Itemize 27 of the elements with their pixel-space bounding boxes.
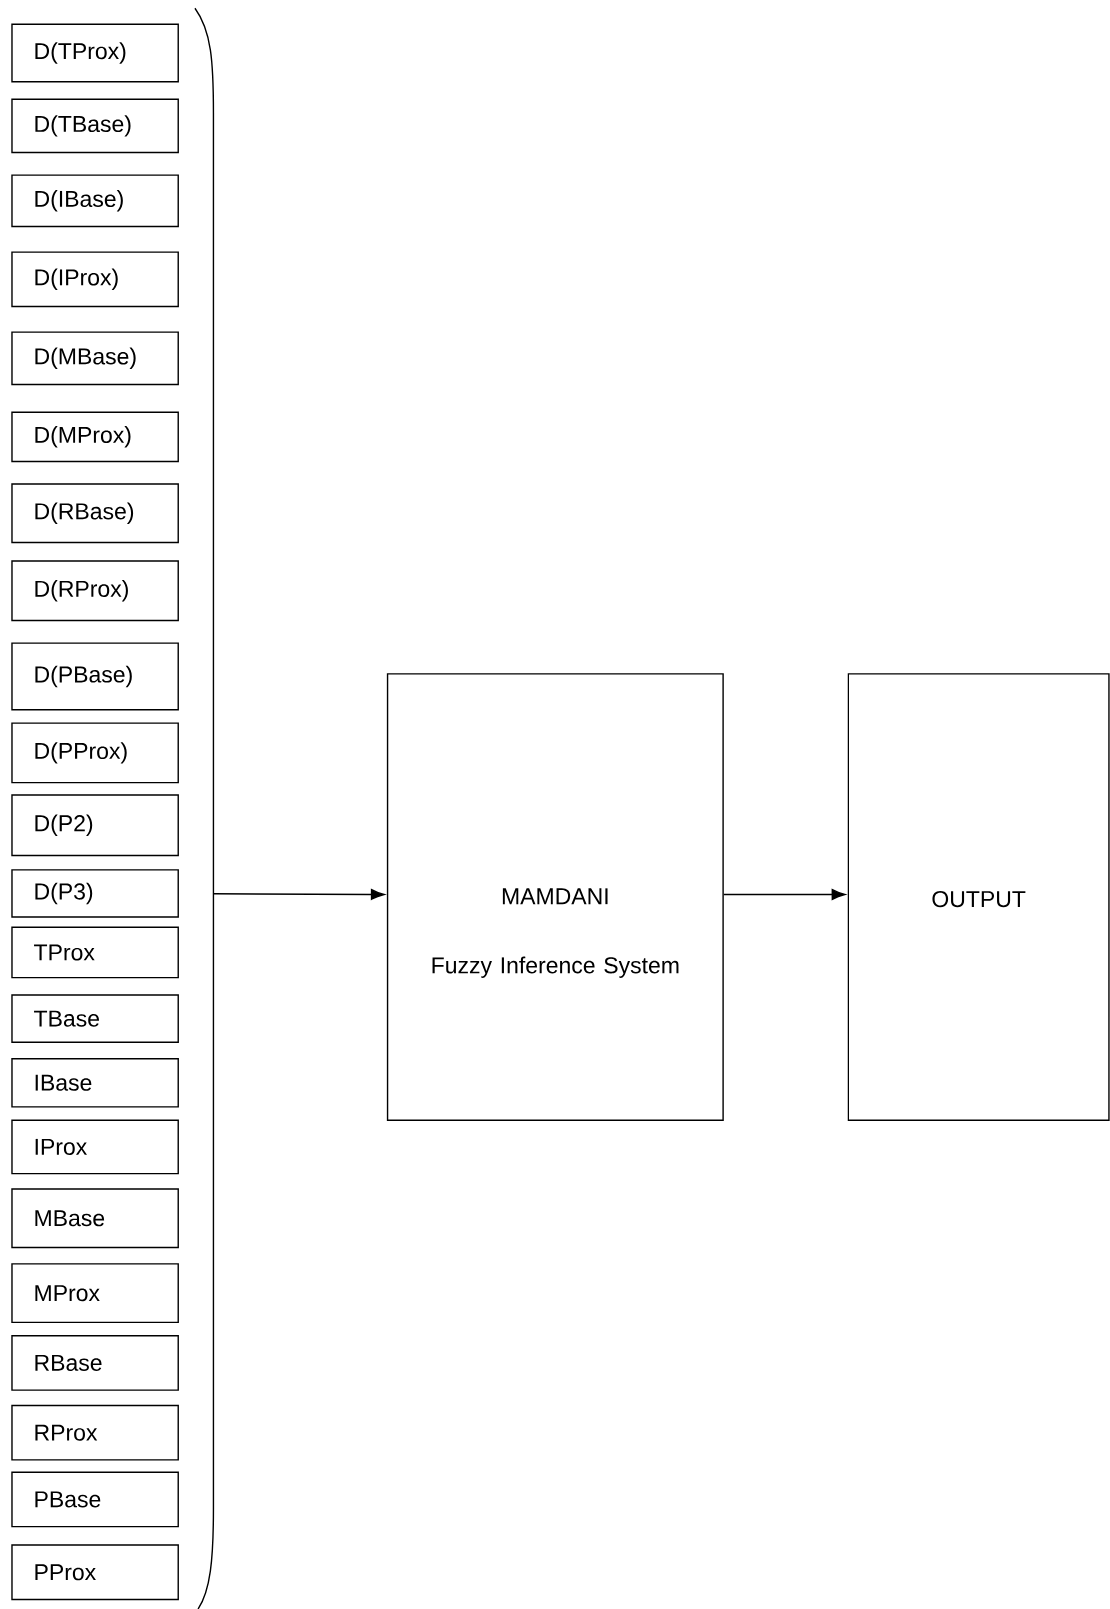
process-box: MAMDANI Fuzzy Inference System xyxy=(386,673,724,1121)
input-box: IProx xyxy=(11,1119,179,1175)
input-box: PProx xyxy=(11,1544,179,1601)
brace xyxy=(194,7,214,1609)
input-box: RProx xyxy=(11,1404,179,1461)
input-box: TProx xyxy=(11,926,179,979)
input-box: D(P2) xyxy=(11,794,179,857)
input-box: RBase xyxy=(11,1335,179,1391)
input-box: D(RProx) xyxy=(11,560,179,622)
input-box: D(IProx) xyxy=(11,251,179,308)
input-box: D(RBase) xyxy=(11,483,179,544)
input-box: D(PBase) xyxy=(11,642,179,711)
input-box: D(IBase) xyxy=(11,174,179,228)
input-box: D(MBase) xyxy=(11,331,179,386)
input-box: IBase xyxy=(11,1058,179,1108)
input-box: D(TBase) xyxy=(11,98,179,154)
input-box: MBase xyxy=(11,1188,179,1249)
input-box: PBase xyxy=(11,1471,179,1528)
input-box: D(MProx) xyxy=(11,411,179,463)
input-box: D(TProx) xyxy=(11,23,179,83)
arrow xyxy=(722,889,846,900)
input-box: MProx xyxy=(11,1263,179,1324)
output-box: OUTPUT xyxy=(847,673,1110,1121)
input-box: D(P3) xyxy=(11,869,179,918)
input-box: TBase xyxy=(11,994,179,1043)
arrow xyxy=(212,888,385,900)
input-box: D(PProx) xyxy=(11,722,179,784)
